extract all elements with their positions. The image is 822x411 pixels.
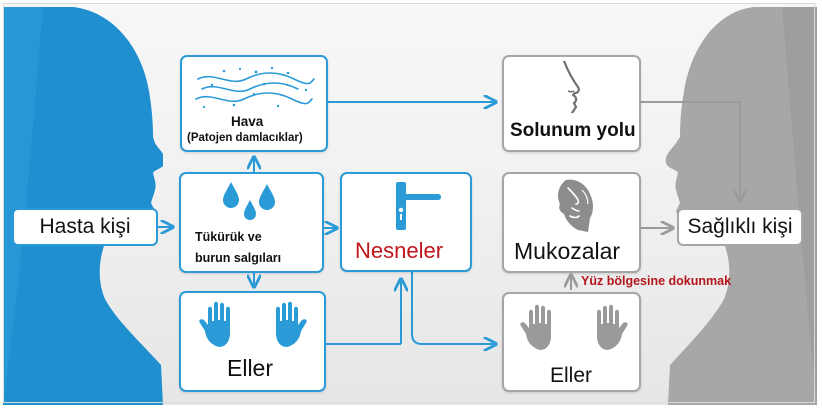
saliva-line2: burun salgıları [195,251,282,265]
door-handle-icon [396,182,441,230]
saliva-line1: Tükürük ve [195,230,262,244]
objects-box: Nesneler [340,172,472,272]
face-profile-icon [558,179,593,232]
water-drops-icon [223,182,275,220]
airway-box: Solunum yolu [502,55,641,152]
sick-person-label: Hasta kişi [12,208,158,246]
objects-label: Nesneler [355,238,444,263]
saliva-box: Tükürük ve burun salgıları [179,172,324,273]
healthy-person-text: Sağlıklı kişi [687,215,793,238]
gray-head-silhouette-icon [665,7,817,405]
blue-hands-icon [199,301,307,347]
air-waves-icon [195,66,315,109]
hands-healthy-box: Eller [502,292,641,392]
blue-head-silhouette-icon [3,7,163,405]
air-title: Hava [231,114,264,129]
mucosa-box: Mukozalar [502,172,641,273]
air-subtitle: (Patojen damlacıklar) [187,132,303,144]
mucosa-label: Mukozalar [514,238,621,264]
hands-sick-label: Eller [227,355,274,381]
healthy-person-label: Sağlıklı kişi [677,208,803,246]
touch-face-annotation: Yüz bölgesine dokunmak [581,274,732,288]
sick-person-text: Hasta kişi [39,215,131,238]
air-box: Hava (Patojen damlacıklar) [180,55,328,152]
gray-hands-icon [520,304,628,350]
hands-sick-box: Eller [179,291,326,392]
nose-profile-icon [562,61,580,113]
airway-label: Solunum yolu [510,120,636,141]
hands-healthy-label: Eller [550,364,593,387]
